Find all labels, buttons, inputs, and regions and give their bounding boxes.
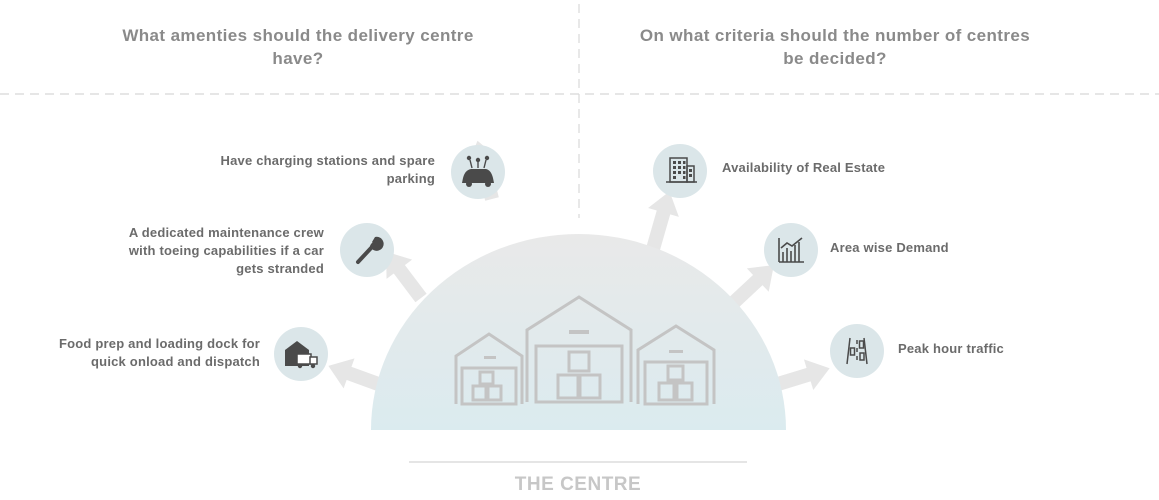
delivery-garage-icon <box>274 327 328 381</box>
criteria-label-demand: Area wise Demand <box>830 240 949 255</box>
criteria-label-traffic: Peak hour traffic <box>898 341 1004 356</box>
amenity-label-charging: Have charging stations and spare parking <box>220 153 435 186</box>
arrow-to-delivery-garage <box>328 358 384 392</box>
criteria-heading: On what criteria should the number of ce… <box>639 26 1031 68</box>
amenity-label-maintenance: A dedicated maintenance crew with toeing… <box>128 225 324 276</box>
traffic-road-icon <box>830 324 884 378</box>
criteria-label-real-estate: Availability of Real Estate <box>722 160 886 175</box>
centre-title: THE CENTRE <box>514 474 642 495</box>
wrench-icon <box>340 223 394 277</box>
arrows <box>328 140 830 392</box>
bar-chart-icon <box>764 223 818 277</box>
building-icon <box>653 144 707 198</box>
car-charging-icon <box>451 145 505 199</box>
warehouse-icon <box>454 295 716 406</box>
arrow-to-traffic-road <box>775 359 830 391</box>
arrow-to-building <box>646 191 679 251</box>
amenity-label-loading-dock: Food prep and loading dock for quick onl… <box>59 336 260 369</box>
amenities-heading: What amenties should the delivery centre… <box>122 26 474 68</box>
